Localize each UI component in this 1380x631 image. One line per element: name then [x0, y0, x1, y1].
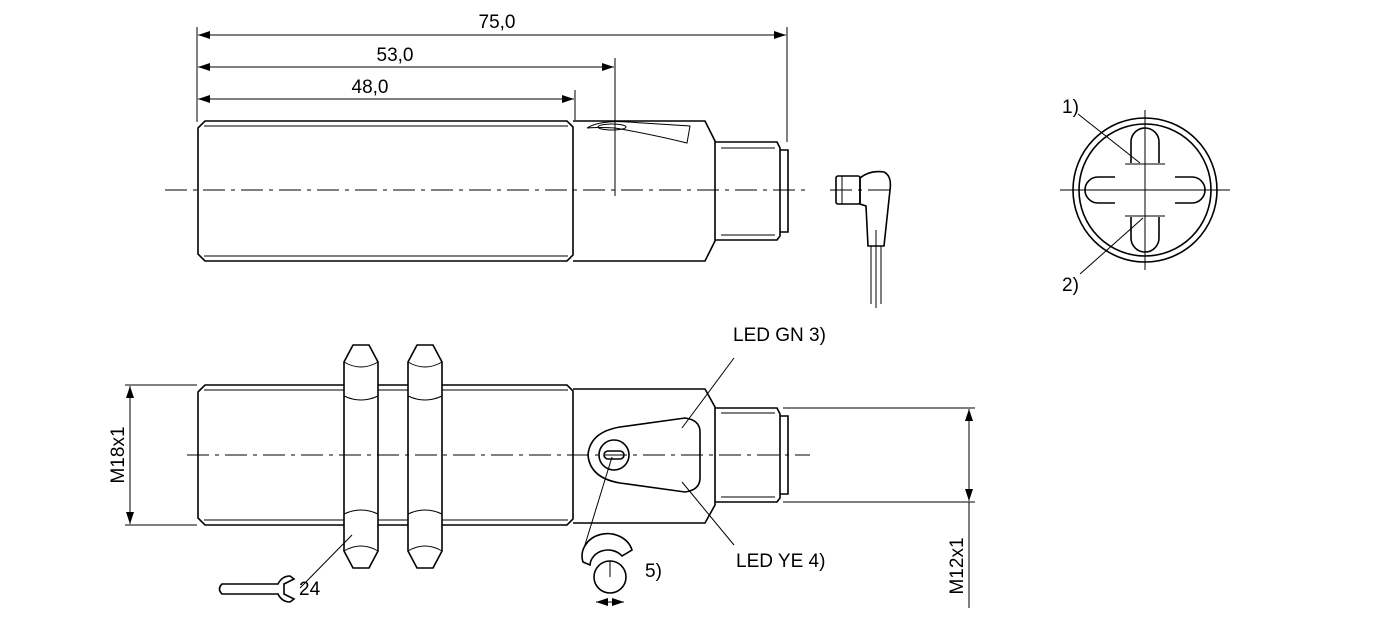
callout-led-green: LED GN 3)	[733, 325, 826, 346]
dim-connector-thread: M12x1	[947, 537, 968, 594]
top-side-view: 75,0 53,0 48,0	[165, 12, 810, 262]
pin-slot-left	[1084, 176, 1115, 204]
hex-nut-2	[407, 344, 443, 569]
sensor-housing	[573, 120, 716, 262]
adjust-knob-icon	[581, 532, 633, 606]
dim-housing-thread: M18x1	[108, 426, 129, 483]
callout-pin-1: 1)	[1062, 97, 1079, 118]
callout-led-yellow: LED YE 4)	[736, 551, 825, 572]
led-window	[587, 417, 701, 493]
dim-total-length: 75,0	[479, 12, 516, 33]
connector	[715, 141, 781, 241]
callout-pin-2: 2)	[1062, 275, 1079, 296]
threaded-body-bottom	[197, 384, 574, 526]
angled-cable-plug	[830, 170, 895, 308]
dim-thread-length: 48,0	[352, 77, 389, 98]
pin-face-view: 1) 2)	[1060, 97, 1230, 296]
threaded-body	[197, 120, 574, 262]
dim-body-length: 53,0	[377, 45, 414, 66]
connector-bottom	[715, 407, 781, 503]
sensor-housing-bottom	[573, 388, 716, 524]
hex-nut-1	[343, 344, 379, 569]
pin-slot-top	[1130, 127, 1160, 163]
wrench-size: 24	[299, 579, 321, 600]
callout-potentiometer: 5)	[645, 561, 662, 582]
pin-slot-right	[1175, 176, 1206, 204]
wrench-icon	[218, 575, 296, 603]
pin-slot-bottom	[1130, 217, 1160, 253]
bottom-side-view: M18x1 M12x1	[108, 325, 975, 608]
